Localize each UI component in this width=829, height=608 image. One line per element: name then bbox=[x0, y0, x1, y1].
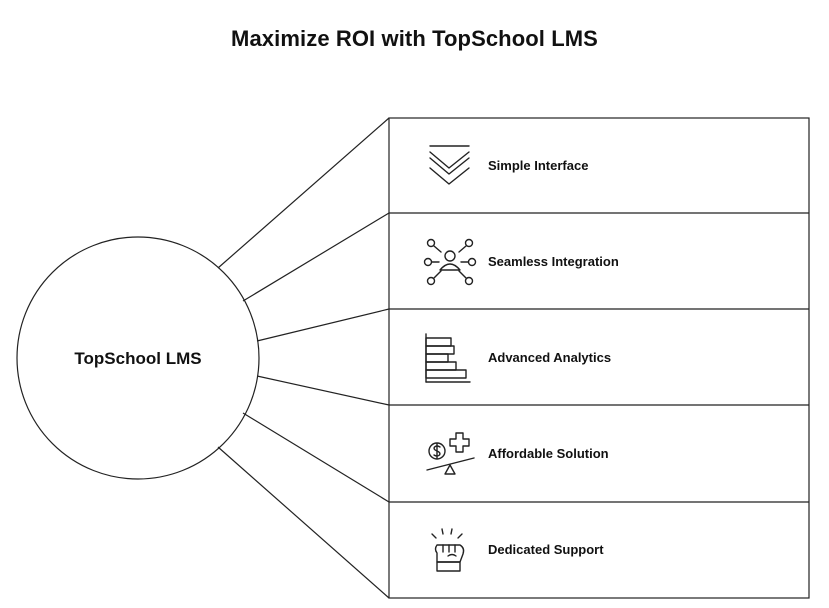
connector-line-1 bbox=[217, 117, 390, 269]
center-circle bbox=[16, 236, 260, 480]
feature-row-seamless-integration: Seamless Integration bbox=[423, 238, 619, 286]
connector-line-5 bbox=[242, 412, 390, 503]
double-chevron-down-icon bbox=[429, 145, 470, 185]
dollar-balance-icon bbox=[426, 432, 475, 475]
raised-fist-icon bbox=[431, 528, 465, 572]
feature-label: Simple Interface bbox=[488, 158, 588, 173]
connector-line-3 bbox=[256, 308, 390, 342]
feature-row-advanced-analytics: Advanced Analytics bbox=[425, 333, 611, 383]
connector-line-2 bbox=[242, 212, 390, 302]
connector-lines bbox=[217, 117, 390, 599]
page-title: Maximize ROI with TopSchool LMS bbox=[231, 26, 598, 51]
feature-label: Dedicated Support bbox=[488, 542, 604, 557]
feature-panel bbox=[388, 117, 810, 599]
bar-chart-icon bbox=[425, 333, 471, 383]
feature-label: Advanced Analytics bbox=[488, 350, 611, 365]
network-user-icon bbox=[423, 238, 477, 286]
feature-row-dedicated-support: Dedicated Support bbox=[431, 528, 604, 572]
feature-row-simple-interface: Simple Interface bbox=[429, 145, 588, 185]
connector-line-4 bbox=[256, 375, 390, 406]
feature-panel-border bbox=[388, 117, 810, 599]
feature-label: Seamless Integration bbox=[488, 254, 619, 269]
feature-row-affordable-solution: Affordable Solution bbox=[426, 432, 609, 475]
connector-line-6 bbox=[217, 446, 390, 599]
center-node: TopSchool LMS bbox=[16, 236, 260, 480]
center-label: TopSchool LMS bbox=[74, 349, 201, 368]
feature-label: Affordable Solution bbox=[488, 446, 609, 461]
